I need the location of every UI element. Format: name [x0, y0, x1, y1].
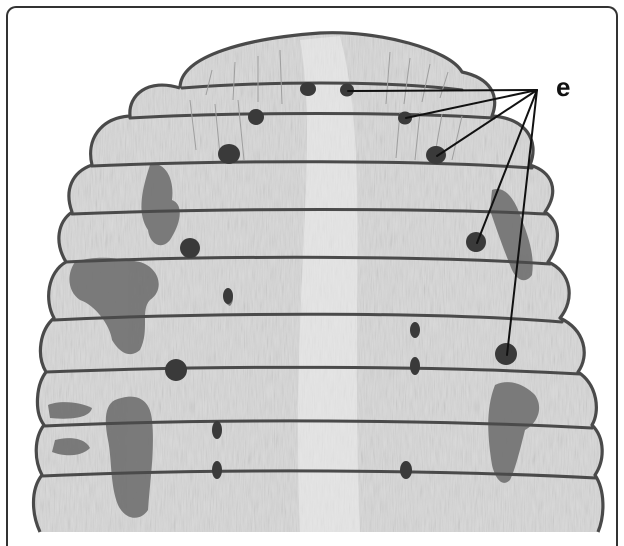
dot [212, 421, 222, 439]
dot [400, 461, 412, 479]
label-e: e [556, 72, 570, 102]
dot [495, 343, 517, 365]
dot [165, 359, 187, 381]
dot [300, 82, 316, 96]
dot [410, 322, 420, 338]
dot [180, 238, 200, 258]
dot [426, 146, 446, 164]
dot [223, 288, 233, 304]
dot [218, 144, 240, 164]
dot [248, 109, 264, 125]
dot [466, 232, 486, 252]
dot [410, 357, 420, 375]
dot [212, 461, 222, 479]
